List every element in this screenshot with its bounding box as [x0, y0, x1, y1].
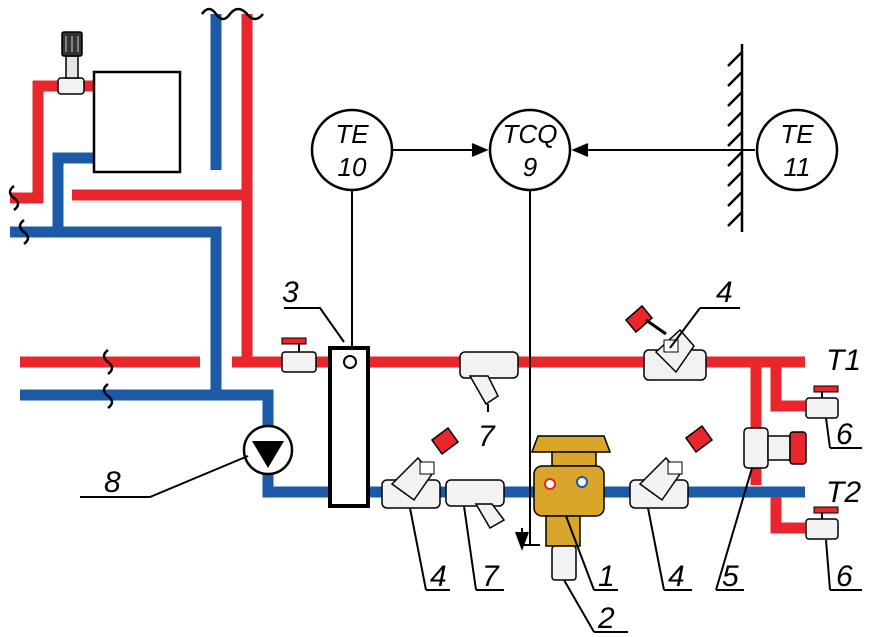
sensor-tcq9: TCQ 9 — [488, 108, 572, 192]
leader-1 — [565, 515, 618, 591]
control-valve-body — [533, 465, 605, 517]
label-1: 1 — [598, 560, 615, 593]
sensor-tcq9-name: TCQ — [503, 119, 558, 149]
label-6-bot: 6 — [836, 560, 853, 593]
leader-5 — [715, 467, 753, 591]
supply-pipe-drain-t1 — [770, 362, 805, 412]
label-t1: T1 — [826, 344, 861, 377]
return-pipe-upper-header — [30, 226, 222, 395]
thermostatic-valve — [57, 31, 85, 95]
strainer-supply — [459, 351, 519, 406]
label-3: 3 — [282, 276, 299, 309]
label-4-c: 4 — [668, 560, 685, 593]
leader-6-bot — [825, 539, 862, 591]
hydraulic-separator — [328, 346, 370, 508]
break-mark-left-2 — [18, 219, 30, 245]
arrowhead-actuator — [515, 531, 529, 551]
sensor-te11-name: TE — [780, 119, 814, 149]
control-valve-port-blue — [576, 476, 588, 488]
break-mark-top — [200, 7, 264, 21]
leader-6-top — [825, 417, 862, 449]
arrowhead-te10 — [471, 143, 489, 157]
label-7-b: 7 — [482, 560, 500, 593]
ball-valve-drain-t2 — [805, 506, 839, 540]
return-pipe-pump-outlet — [262, 470, 805, 498]
label-4-a: 4 — [430, 560, 447, 593]
balancing-valve-return-right — [629, 424, 714, 509]
arrowhead-te11 — [571, 143, 589, 157]
pump-direction-triangle — [252, 441, 284, 468]
balancing-valve-handle — [624, 304, 654, 334]
outdoor-wall — [727, 44, 744, 232]
balancing-valve-handle — [684, 424, 714, 454]
return-pipes — [10, 14, 805, 498]
leader-2 — [563, 579, 628, 633]
leader-4-a — [409, 507, 450, 591]
ball-valve-supply — [281, 337, 317, 373]
balancing-valve-return-left — [381, 426, 460, 509]
leader-8 — [80, 455, 249, 498]
label-4-top: 4 — [716, 276, 733, 309]
label-7-top: 7 — [478, 420, 496, 453]
sensor-te10-num: 10 — [338, 152, 367, 182]
differential-pressure-valve — [743, 427, 807, 469]
strainer-return — [445, 479, 506, 530]
supply-pipe-drain-t2 — [770, 497, 805, 534]
label-8: 8 — [104, 466, 121, 499]
pipe-break-marks — [8, 7, 264, 409]
balancing-valve-supply — [624, 304, 707, 381]
label-6-top: 6 — [836, 418, 853, 451]
separator-sensor-port — [343, 355, 357, 369]
leader-3 — [284, 307, 345, 343]
sensor-tcq9-num: 9 — [523, 152, 537, 182]
label-t2: T2 — [826, 476, 861, 509]
break-mark-left-1 — [8, 185, 20, 211]
sensor-te10-name: TE — [335, 119, 369, 149]
control-valve-port-red — [544, 478, 556, 490]
control-valve-actuator — [530, 435, 612, 453]
label-2: 2 — [597, 602, 615, 635]
leader-lines — [80, 307, 862, 633]
leader-4-c — [647, 507, 692, 591]
return-pipe-lower-header — [20, 389, 274, 430]
balancing-valve-handle — [430, 426, 460, 456]
supply-pipes — [10, 14, 805, 534]
ball-valve-drain-t1 — [805, 385, 839, 419]
break-mark-left-3 — [102, 349, 114, 375]
break-mark-left-4 — [102, 383, 114, 409]
circulation-pump — [242, 424, 294, 476]
control-valve — [530, 435, 612, 581]
sensor-te11: TE 11 — [755, 108, 839, 192]
leader-4-top — [669, 307, 740, 349]
label-5: 5 — [722, 560, 739, 593]
sensor-te10: TE 10 — [310, 108, 394, 192]
heat-exchanger-box — [92, 70, 182, 174]
signal-lines — [351, 143, 755, 551]
leader-7-b — [463, 505, 504, 591]
sensor-te11-num: 11 — [784, 152, 811, 182]
dp-valve-handle — [789, 431, 807, 465]
control-valve-bonnet — [551, 545, 577, 581]
